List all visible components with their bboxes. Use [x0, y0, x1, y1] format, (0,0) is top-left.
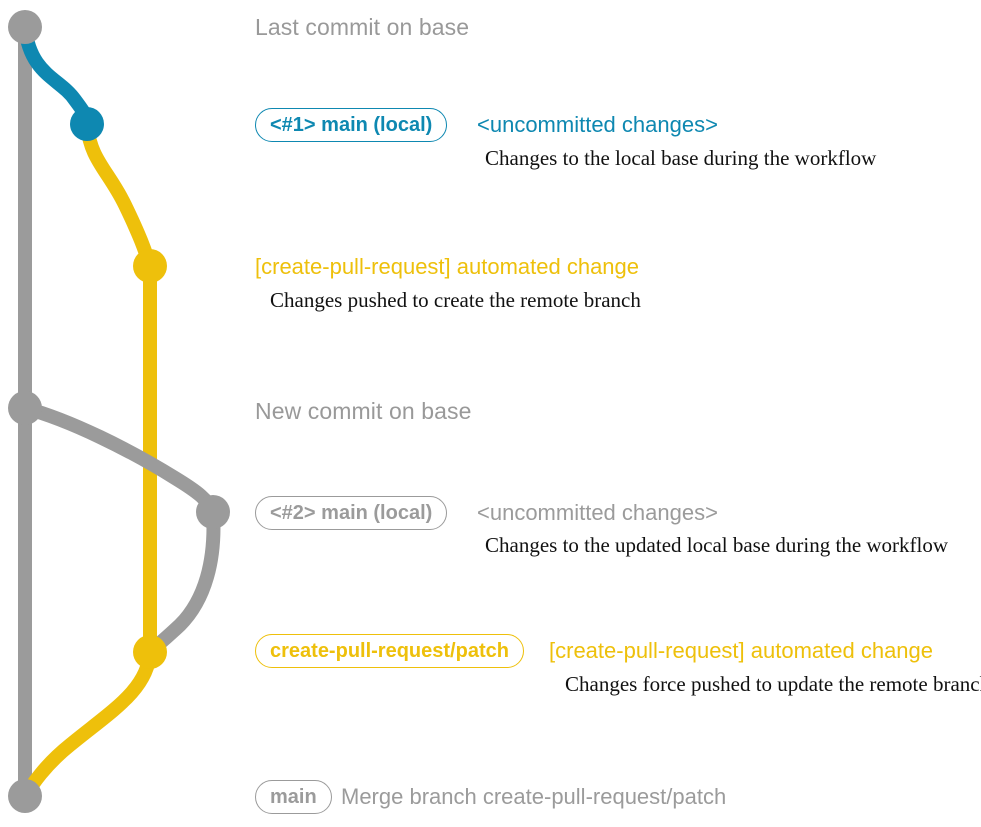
node-local-commit-2[interactable]: [196, 495, 230, 529]
note-local-commit-1: Changes to the local base during the wor…: [485, 146, 877, 170]
badge-local-ref-2[interactable]: <#2> main (local): [255, 496, 448, 530]
node-base-merge-commit[interactable]: [8, 779, 42, 813]
subject-local-commit-2: <uncommitted changes>: [477, 500, 718, 525]
node-base-commit-new[interactable]: [8, 391, 42, 425]
subject-local-commit-1: <uncommitted changes>: [477, 112, 718, 137]
note-local-commit-2: Changes to the updated local base during…: [485, 533, 949, 557]
caption-last-commit-on-base: Last commit on base: [255, 14, 470, 40]
updated-local-merge-line: [143, 505, 221, 659]
subject-automated-change-1: [create-pull-request] automated change: [255, 254, 640, 279]
caption-new-commit-on-base: New commit on base: [255, 398, 472, 424]
subject-automated-change-2: [create-pull-request] automated change: [549, 638, 934, 663]
badge-local-ref-1[interactable]: <#1> main (local): [255, 108, 448, 142]
patch-merge-line: [18, 645, 157, 803]
node-patch-commit-1[interactable]: [133, 249, 167, 283]
note-automated-change-2: Changes force pushed to update the remot…: [565, 672, 981, 696]
local-branch-line: [18, 20, 94, 131]
node-base-commit-top[interactable]: [8, 10, 42, 44]
node-local-commit-1[interactable]: [70, 107, 104, 141]
badge-main-ref[interactable]: main: [255, 780, 332, 814]
badge-patch-branch[interactable]: create-pull-request/patch: [255, 634, 524, 668]
subject-merge-commit: Merge branch create-pull-request/patch: [341, 784, 727, 809]
node-patch-commit-2[interactable]: [133, 635, 167, 669]
updated-local-branch-line: [18, 401, 220, 519]
patch-branch-line-upper: [80, 117, 157, 273]
note-automated-change-1: Changes pushed to create the remote bran…: [270, 288, 641, 312]
